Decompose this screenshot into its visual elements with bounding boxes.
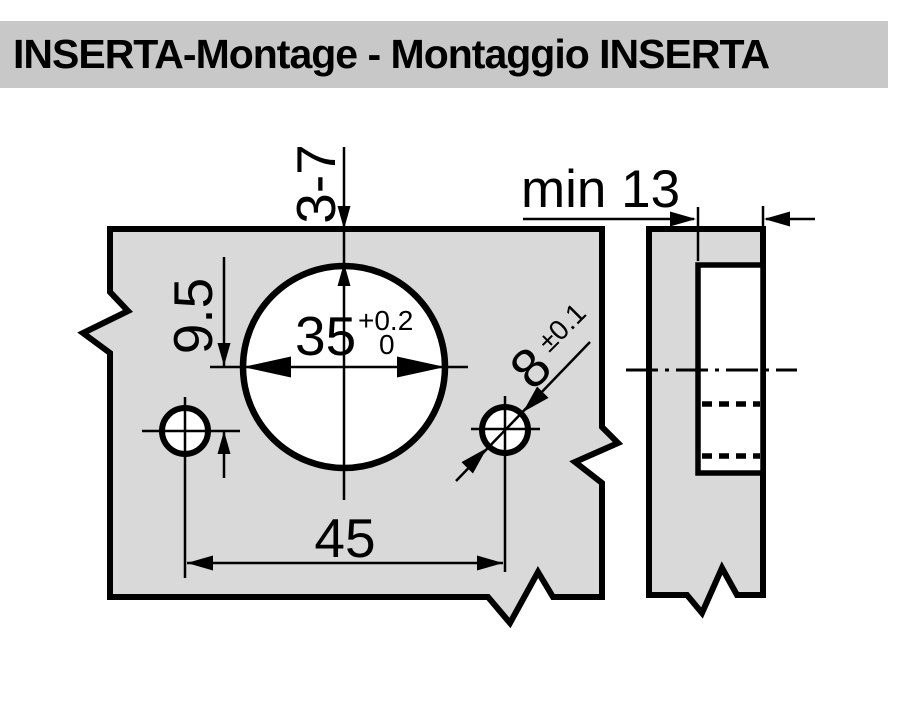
side-view [626,226,797,619]
arrow-min-depth-left [670,211,696,227]
label-cup-center-offset: 9.5 [162,278,224,354]
label-cup-distance-range: 3-7 [285,144,347,224]
arrow-up-cup-top [337,263,351,286]
arrow-up-dowel-line [217,431,231,454]
page-title: INSERTA-Montage - Montaggio INSERTA [13,31,770,77]
arrow-down-plate-edge [337,206,351,229]
arrow-cup-dia-right [397,356,445,378]
label-min-drilling-depth: min 13 [521,160,680,219]
arrow-dowel-dia-upper [523,386,549,412]
dimension-labels: 3-7 9.5 35 +0.2 0 45 min 13 8 ±0.1 [162,144,680,569]
arrow-spacing-left [187,555,213,571]
arrow-min-depth-right [764,211,790,227]
title-bar: INSERTA-Montage - Montaggio INSERTA [0,21,888,88]
arrow-spacing-right [477,555,503,571]
label-cup-tolerance-lower: 0 [379,329,395,360]
arrow-down-cup-center [217,343,231,366]
arrow-cup-dia-left [243,356,291,378]
label-dowel-spacing: 45 [314,507,375,569]
label-cup-diameter: 35 [295,305,356,367]
arrowheads [187,206,790,571]
arrow-dowel-dia-lower [461,448,487,474]
label-cup-tolerance-upper: +0.2 [358,305,413,336]
